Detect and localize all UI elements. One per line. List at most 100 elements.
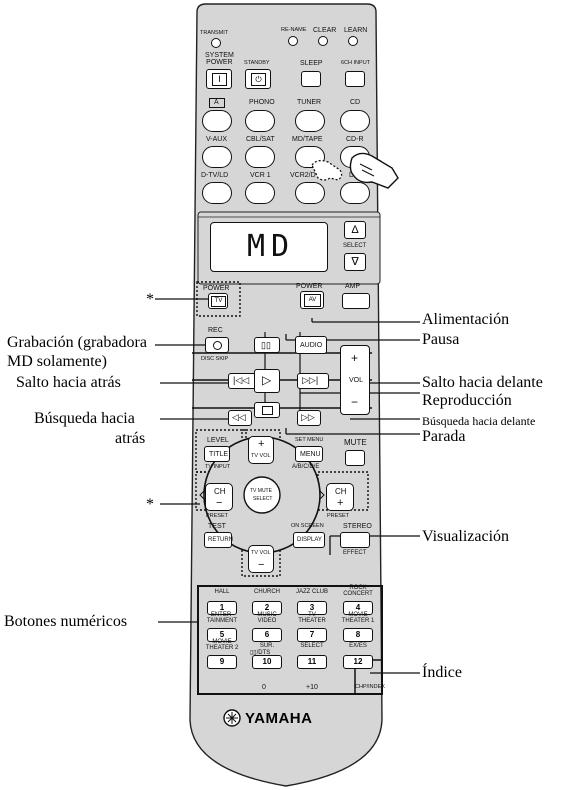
tuner-button[interactable] [295, 110, 325, 132]
vaux-button[interactable] [202, 146, 232, 168]
numpad-button-9[interactable]: 9 [207, 655, 237, 669]
clear-label: CLEAR [313, 27, 337, 34]
callout-asterisk-mid: * [146, 496, 154, 513]
pause-button[interactable]: ▯▯ [254, 337, 280, 353]
numpad-number-5: 5 [219, 630, 225, 639]
numpad-button-4[interactable]: 4 [343, 601, 373, 615]
preset-right-label: PRESET [327, 513, 350, 519]
return-button[interactable]: RETURN [204, 532, 233, 548]
numpad-number-1: 1 [219, 603, 225, 612]
audio-button[interactable]: AUDIO [295, 336, 327, 354]
power-av-button[interactable]: AV [300, 291, 324, 309]
numpad-button-8[interactable]: 8 [343, 628, 373, 642]
mute-label: MUTE [344, 438, 367, 447]
numpad-button-2[interactable]: 2 [252, 601, 282, 615]
ch-plus-label: + [337, 497, 344, 509]
ch-down-button[interactable]: CH− [205, 483, 233, 511]
search-forward-button[interactable]: ▷▷ [297, 410, 321, 426]
numpad-button-10[interactable]: 10 [252, 655, 282, 669]
cd-button[interactable] [340, 110, 370, 132]
select-down-button[interactable]: ∇ [344, 253, 366, 271]
callout-busqueda-atras-1: Búsqueda hacia [34, 410, 135, 427]
standby-button[interactable]: ⏻ [245, 69, 271, 89]
zero-label: 0 [262, 684, 266, 691]
tv-vol-minus-label: − [258, 559, 265, 571]
numpad-button-5[interactable]: 5 [207, 628, 237, 642]
set-menu-label: SET MENU [295, 437, 324, 443]
tv-vol-label-bottom: TV VOL [251, 550, 271, 556]
search-back-button[interactable]: ◁◁ [228, 410, 252, 426]
numpad-button-11[interactable]: 11 [297, 655, 327, 669]
6ch-input-button[interactable] [345, 71, 365, 87]
vaux-label: V-AUX [206, 136, 228, 143]
numpad-label-6: MUSIC VIDEO [257, 612, 277, 624]
numpad-button-6[interactable]: 6 [252, 628, 282, 642]
phono-button[interactable] [245, 110, 275, 132]
stereo-button[interactable] [340, 532, 370, 548]
display-label: DISPLAY [297, 537, 322, 543]
dvd-button[interactable] [340, 182, 370, 204]
numpad-button-12[interactable]: 12 [343, 655, 373, 669]
callout-parada: Parada [422, 428, 466, 445]
select-label: SELECT [343, 243, 367, 249]
dtvld-button[interactable] [202, 182, 232, 204]
rec-label: REC [208, 327, 223, 334]
vcr1-label: VCR 1 [250, 172, 271, 179]
a-button[interactable] [202, 110, 232, 132]
rename-button[interactable] [288, 36, 298, 46]
numpad-button-7[interactable]: 7 [297, 628, 327, 642]
transmit-label: TRANSMIT [200, 30, 229, 36]
vol-minus-label: − [351, 395, 359, 409]
abcde-label: A/B/C/D/E [292, 464, 320, 470]
dts-label: ▯▯/DTS [250, 650, 271, 656]
tv-vol-up-button[interactable]: +TV VOL [248, 436, 274, 464]
display-button[interactable]: DISPLAY [293, 532, 325, 548]
numpad-label-4: ROCK CONCERT [343, 585, 373, 597]
numpad-number-10: 10 [262, 657, 272, 666]
callout-reproduccion: Reproducción [422, 392, 512, 409]
numpad-button-3[interactable]: 3 [297, 601, 327, 615]
clear-button[interactable] [318, 36, 328, 46]
vcr1-button[interactable] [245, 182, 275, 204]
search-back-icon: ◁◁ [232, 412, 246, 422]
callout-asterisk-top: * [146, 291, 154, 308]
vcr2dvr-button[interactable] [295, 182, 325, 204]
sleep-button[interactable] [301, 71, 321, 87]
lcd-display: MD [210, 222, 328, 272]
amp-button[interactable] [342, 293, 370, 309]
skip-forward-button[interactable]: ▷▷| [297, 373, 329, 389]
chpindex-label: CHP/INDEX [355, 684, 385, 690]
menu-button[interactable]: MENU [295, 446, 323, 462]
down-arrow-icon: ∇ [351, 256, 359, 268]
callout-visualizacion: Visualización [422, 528, 510, 545]
search-forward-icon: ▷▷ [301, 412, 315, 422]
numpad-label-1: HALL [214, 589, 230, 595]
phono-label: PHONO [249, 99, 275, 106]
tv-vol-label-top: TV VOL [251, 453, 271, 459]
learn-button[interactable] [348, 36, 358, 46]
play-button[interactable]: ▷ [254, 369, 280, 393]
callout-busqueda-atras-2: atrás [115, 430, 146, 447]
select-up-button[interactable]: Δ [344, 221, 366, 239]
rec-button[interactable] [205, 337, 229, 353]
vol-rocker[interactable]: + VOL − [340, 345, 370, 415]
cblsat-button[interactable] [245, 146, 275, 168]
stop-button[interactable] [254, 402, 280, 418]
tv-vol-down-button[interactable]: TV VOL − [248, 545, 274, 573]
disc-skip-label: DISC SKIP [201, 356, 229, 362]
system-power-button[interactable]: I [206, 69, 232, 89]
mute-button[interactable] [345, 450, 365, 466]
power-tv-button[interactable]: TV [208, 293, 228, 309]
title-button[interactable]: TITLE [204, 446, 230, 462]
numpad-label-2: CHURCH [254, 589, 280, 595]
ch-up-button[interactable]: CH+ [326, 483, 354, 511]
numpad-button-1[interactable]: 1 [207, 601, 237, 615]
numpad-label-12: EX/ES [349, 643, 367, 649]
sleep-label: SLEEP [300, 60, 323, 67]
callout-grabacion-1: Grabación (grabadora [7, 334, 147, 351]
vol-label: VOL [349, 377, 364, 384]
a-label: A [214, 99, 219, 106]
tuner-label: TUNER [297, 99, 322, 106]
tv-key-label: TV [211, 296, 226, 307]
